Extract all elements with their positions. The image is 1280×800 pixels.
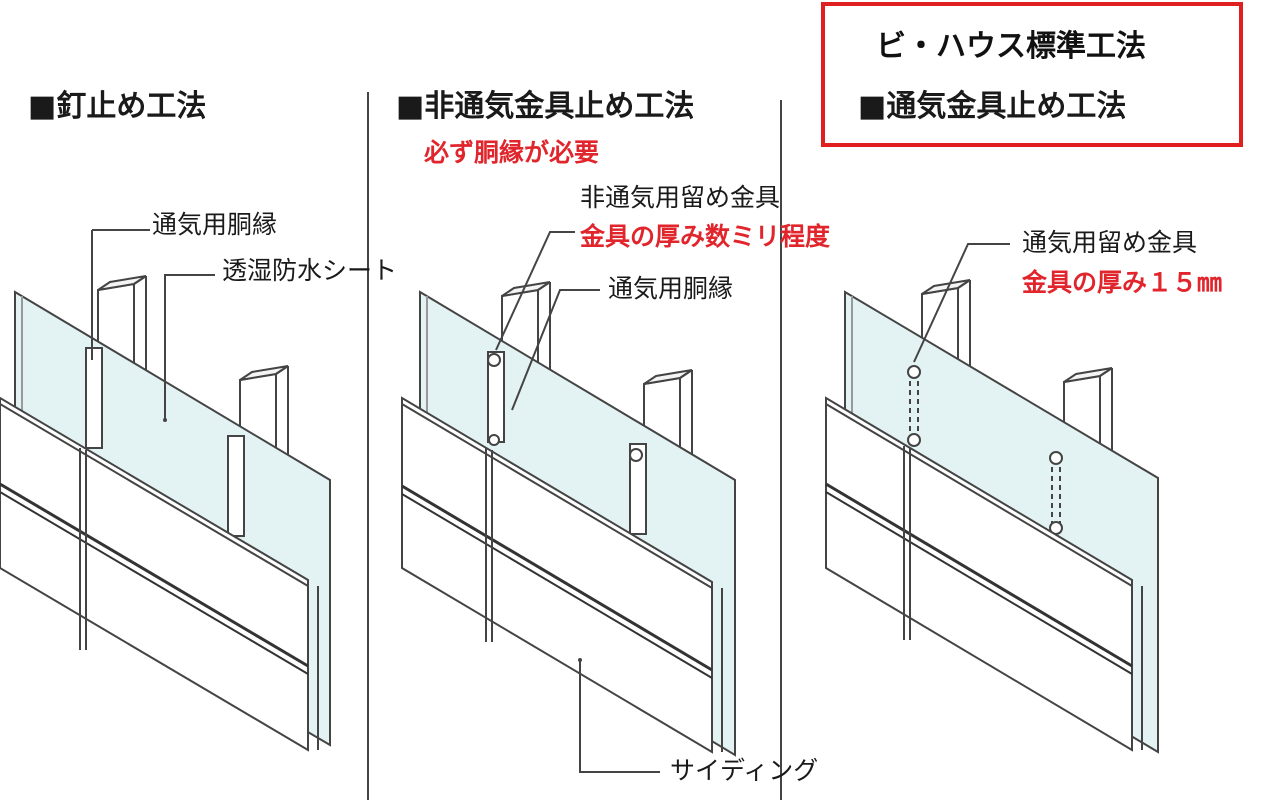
highlight-frame (821, 2, 1243, 147)
label-non-vent-fastener: 非通気用留め金具 (580, 183, 781, 212)
section-1-drawing (0, 229, 331, 752)
furring-strip-1a (85, 347, 103, 449)
siding-panel-2 (401, 396, 713, 754)
section-2-drawing (401, 231, 736, 773)
heading-non-vent-method: ■非通気金具止め工法 (396, 89, 695, 124)
furring-strip-2b (629, 443, 647, 535)
fastener-3b (1049, 451, 1063, 465)
label-siding: サイディング (670, 756, 819, 785)
furring-strip-1b (227, 435, 245, 537)
fastener-2b (629, 448, 643, 462)
fastener-3a (907, 365, 921, 379)
fastener-2a (487, 353, 501, 367)
note-fastener-thickness-2: 金具の厚み数ミリ程度 (580, 222, 831, 251)
label-moisture-sheet: 透湿防水シート (222, 256, 398, 285)
heading-vent-method: ■通気金具止め工法 (858, 89, 1127, 124)
section-3-drawing (825, 243, 1159, 754)
label-furring-2: 通気用胴縁 (608, 274, 734, 303)
label-vent-fastener: 通気用留め金具 (1022, 228, 1198, 257)
badge-title: ビ・ハウス標準工法 (876, 29, 1146, 64)
label-furring-1: 通気用胴縁 (152, 210, 278, 239)
heading-nail-method: ■釘止め工法 (28, 89, 207, 124)
note-fastener-thickness-3: 金具の厚み１５㎜ (1022, 268, 1223, 297)
note-furring-required: 必ず胴縁が必要 (424, 138, 600, 167)
